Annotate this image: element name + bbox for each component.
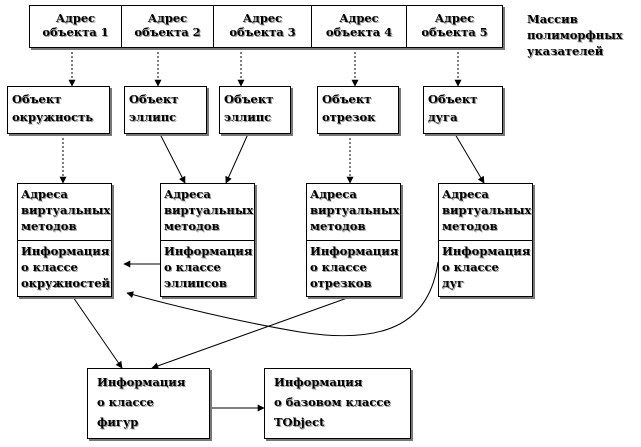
pointer-cell-3: Адрес объекта 3: [213, 5, 312, 48]
pointer-array-caption: Массив полиморфных указателей: [527, 12, 623, 58]
vmt-methods: Адреса виртуальных методов: [442, 187, 532, 233]
arrow-arc-info-to-circle-info: [126, 261, 439, 337]
object-ellipse-2: Объект эллипс: [219, 86, 291, 134]
object-circle: Объект окружность: [7, 86, 110, 134]
pointer-cell-1: Адрес объекта 1: [29, 5, 122, 48]
vmt-class-info: Информация о классе отрезков: [307, 240, 400, 291]
pointer-cell-5: Адрес объекта 5: [406, 5, 503, 48]
object-segment: Объект отрезок: [317, 86, 399, 134]
vmt-methods: Адреса виртуальных методов: [21, 187, 111, 233]
vmt-methods: Адреса виртуальных методов: [164, 187, 254, 233]
pointer-cell-4: Адрес объекта 4: [311, 5, 407, 48]
base-class-info: Информация о базовом классе TObject: [264, 368, 411, 439]
vmt-segment: Адреса виртуальных методов Информация о …: [306, 183, 401, 297]
pointer-cell-2: Адрес объекта 2: [121, 5, 214, 48]
vmt-class-info: Информация о классе дуг: [439, 240, 532, 291]
arrow-object5-to-vmt4: [454, 133, 485, 184]
arrow-circle-info-to-figures: [72, 296, 123, 369]
object-arc: Объект дуга: [423, 86, 503, 134]
figures-class-info: Информация о классе фигур: [87, 368, 210, 439]
vmt-methods: Адреса виртуальных методов: [310, 187, 400, 233]
vmt-circle: Адреса виртуальных методов Информация о …: [17, 183, 112, 297]
vmt-ellipse: Адреса виртуальных методов Информация о …: [160, 183, 255, 297]
vmt-class-info: Информация о классе эллипсов: [161, 240, 254, 291]
arrow-object2-to-vmt2: [159, 133, 186, 184]
object-ellipse-1: Объект эллипс: [124, 86, 207, 134]
vmt-arc: Адреса виртуальных методов Информация о …: [438, 183, 533, 297]
arrow-segment-info-to-figures: [151, 296, 351, 370]
arrow-object3-to-vmt2: [225, 133, 249, 184]
vmt-class-info: Информация о классе окружностей: [18, 240, 111, 291]
